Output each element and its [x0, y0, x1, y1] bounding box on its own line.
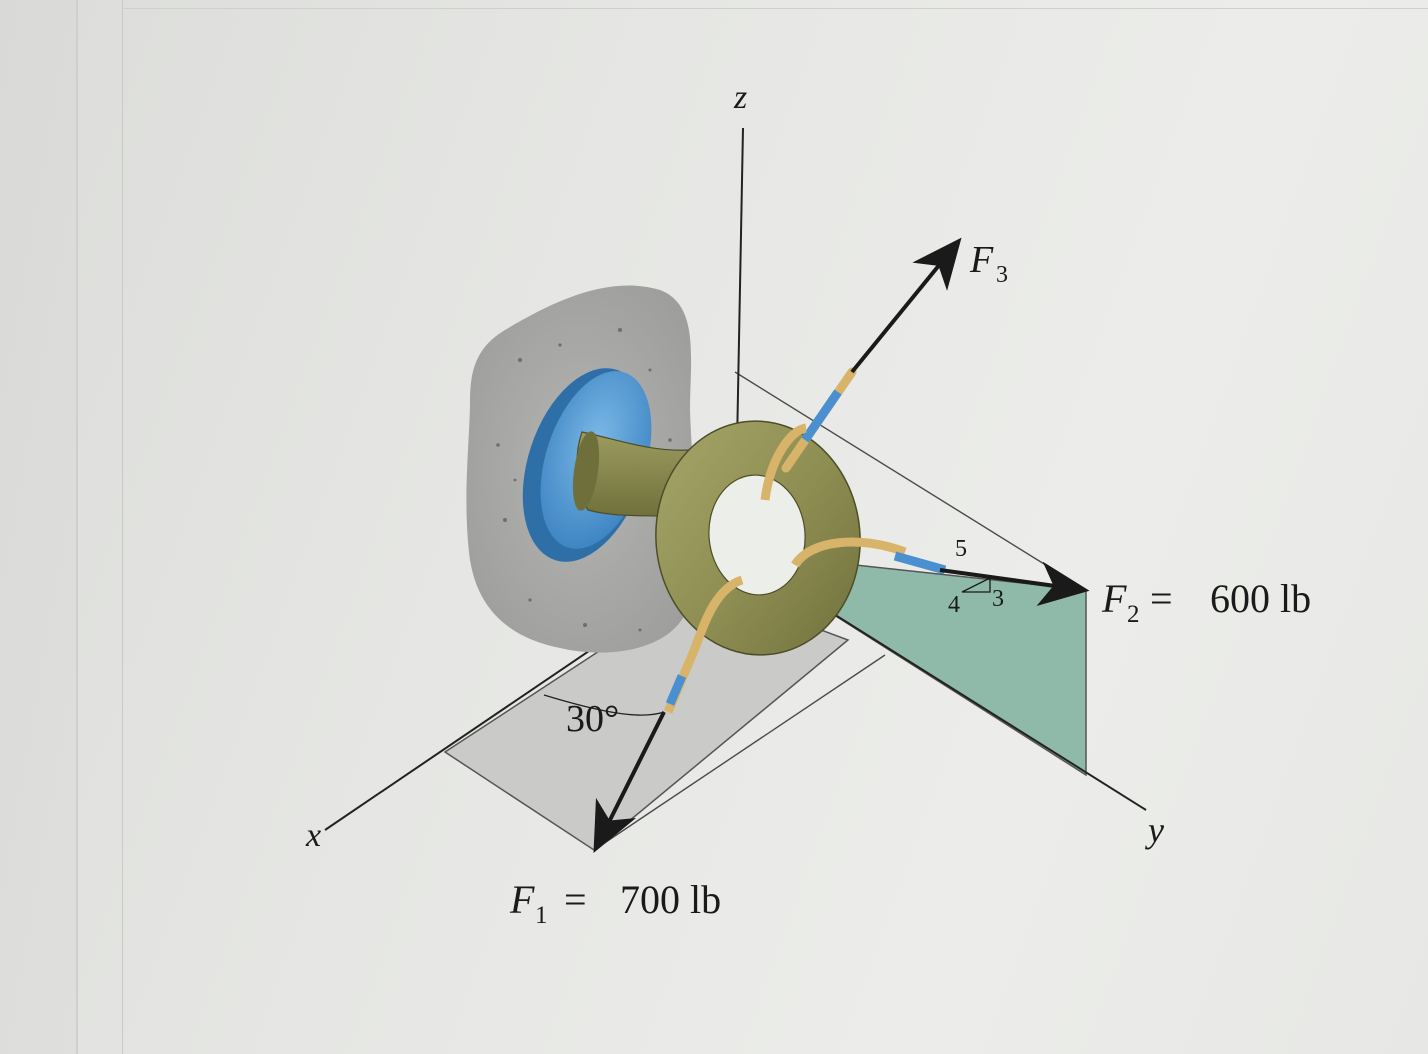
page-top-line [122, 8, 1428, 9]
stem-end [572, 431, 600, 511]
cable-f3 [760, 367, 857, 501]
ring-hole [708, 474, 806, 596]
slope-hyp-label: 5 [955, 536, 967, 562]
f3-symbol: F [969, 239, 994, 281]
f2-equals: = [1150, 576, 1173, 621]
f3-subscript: 3 [996, 262, 1008, 288]
cable-f2 [791, 537, 947, 575]
f1-symbol: F [509, 877, 535, 922]
f2-arrow [939, 561, 1090, 607]
wall-speckles [496, 328, 672, 632]
y-axis-label: y [1145, 810, 1164, 850]
slope-opp-label: 3 [992, 586, 1004, 612]
page-margin-line [122, 0, 123, 1054]
angle-arc [543, 694, 665, 716]
f2-value: 600 lb [1210, 576, 1311, 621]
f1-arrow [593, 711, 666, 854]
f1-equals: = [564, 877, 587, 922]
f1-value: 700 lb [620, 877, 721, 922]
f3-arrow [850, 237, 962, 374]
angle-label: 30° [566, 698, 619, 740]
z-axis-label: z [733, 79, 747, 116]
x-axis-label: x [305, 817, 321, 854]
f2-subscript: 2 [1127, 601, 1140, 628]
slope-adj-label: 4 [948, 592, 960, 618]
slope-triangle-icon [961, 576, 991, 593]
f2-symbol: F [1101, 576, 1127, 621]
f1-subscript: 1 [535, 902, 548, 929]
cable-f1 [663, 575, 744, 714]
